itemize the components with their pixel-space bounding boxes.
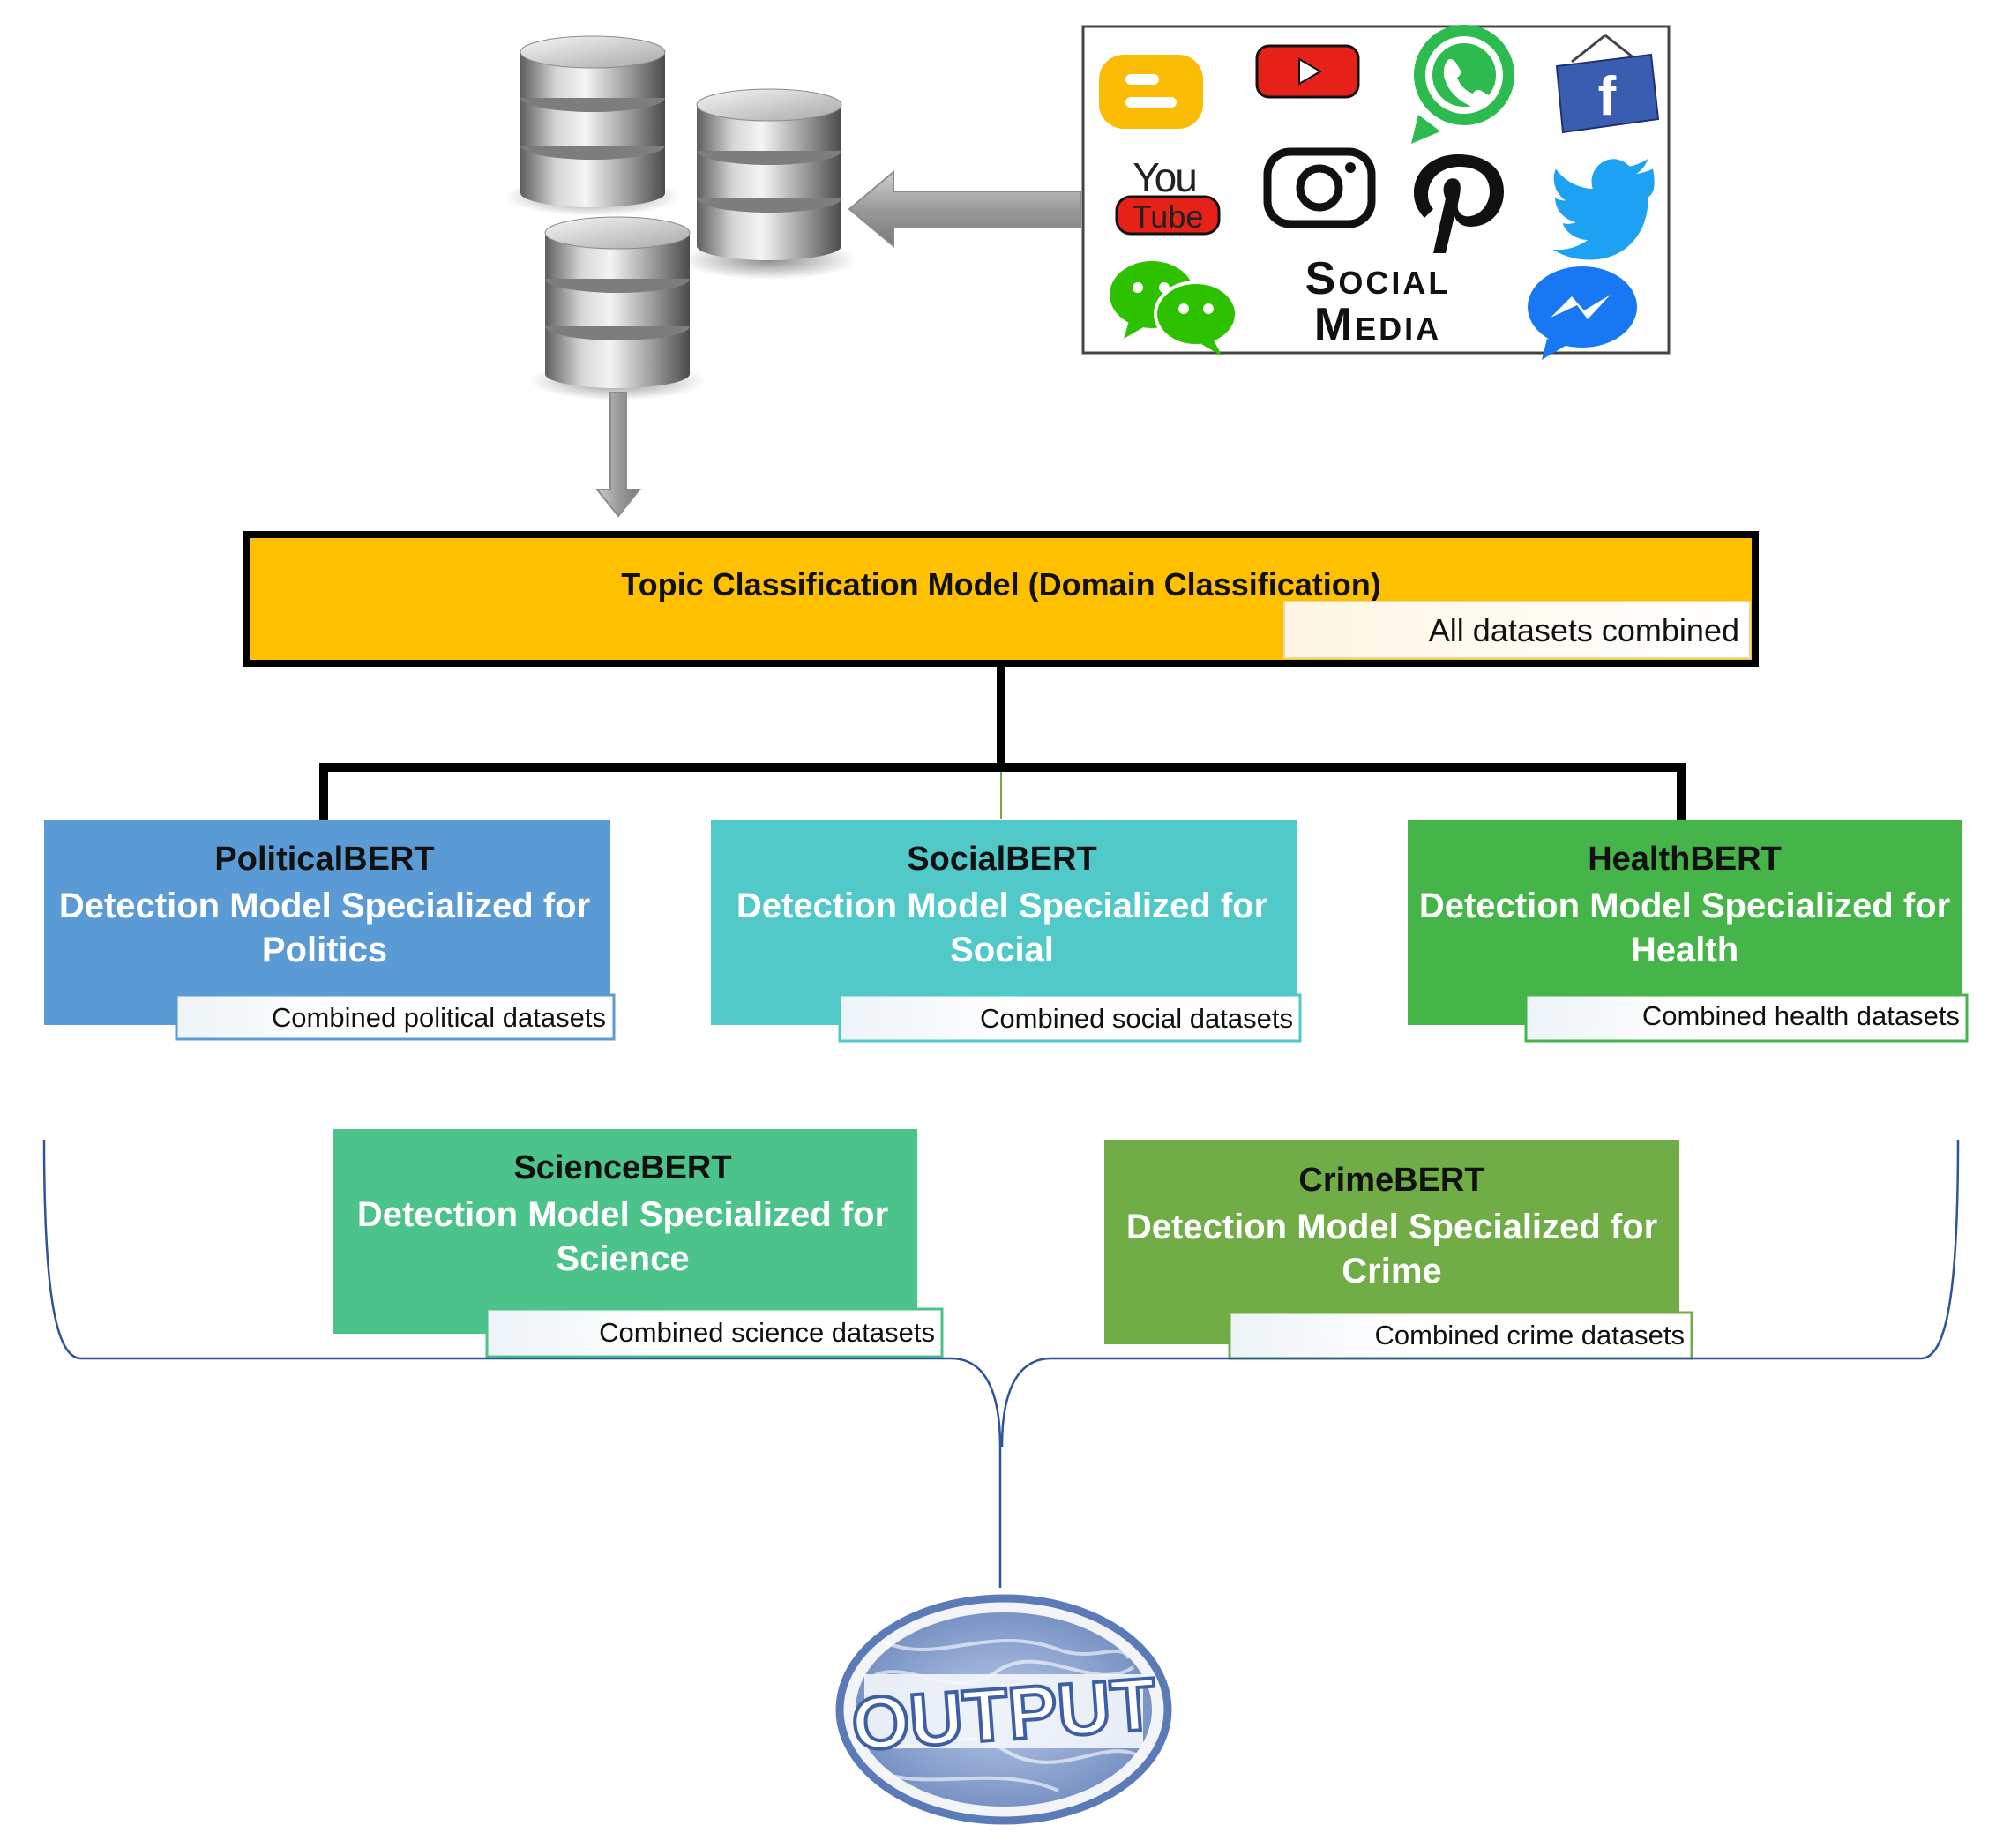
health-dataset-label: Combined health datasets	[1642, 1000, 1960, 1031]
crime-bert-name: CrimeBERT	[1298, 1162, 1484, 1199]
youtube-play-icon	[1255, 44, 1360, 99]
blogger-icon	[1099, 55, 1203, 129]
arrow-down-icon	[594, 392, 642, 518]
topic-classification-box: Topic Classification Model (Domain Class…	[243, 531, 1759, 667]
science-dataset-tag	[485, 1307, 944, 1358]
output-brace	[42, 1139, 1960, 1588]
database-stack	[505, 35, 857, 400]
twitter-icon	[1552, 159, 1655, 260]
svg-text:Tube: Tube	[1133, 198, 1204, 235]
instagram-icon	[1263, 147, 1376, 228]
messenger-icon	[1528, 266, 1637, 360]
crime-dataset-tag	[1228, 1311, 1693, 1360]
political-dataset-tag	[175, 993, 616, 1041]
political-bert-desc-line1: Detection Model Specialized for	[59, 887, 590, 925]
social-media-panel: f You Tube	[1081, 25, 1671, 360]
social-bert-box: SocialBERT Detection Model Specialized f…	[711, 820, 1302, 1043]
social-media-label: Social Media	[1305, 253, 1451, 350]
science-bert-box: ScienceBERT Detection Model Specialized …	[333, 1129, 944, 1358]
database-icon	[681, 88, 857, 280]
social-bert-desc-line1: Detection Model Specialized for	[736, 887, 1267, 925]
political-bert-desc-line2: Politics	[262, 931, 387, 969]
science-bert-desc-line1: Detection Model Specialized for	[357, 1195, 888, 1234]
topic-dataset-label: All datasets combined	[1429, 612, 1739, 648]
social-media-label-line1: Social	[1305, 253, 1451, 304]
topic-classification-title: Topic Classification Model (Domain Class…	[621, 566, 1380, 602]
youtube-logo-icon: You Tube	[1115, 154, 1221, 236]
science-bert-name: ScienceBERT	[513, 1149, 731, 1186]
svg-text:You: You	[1133, 154, 1196, 200]
wechat-icon	[1110, 261, 1238, 356]
political-bert-box: PoliticalBERT Detection Model Specialize…	[44, 820, 616, 1041]
political-bert-name: PoliticalBERT	[214, 841, 434, 878]
output-stamp-icon: OUTPUT	[835, 1594, 1172, 1825]
svg-text:f: f	[1598, 66, 1617, 127]
crime-bert-desc-line2: Crime	[1342, 1252, 1441, 1291]
health-bert-box: HealthBERT Detection Model Specialized f…	[1408, 820, 1969, 1043]
health-bert-desc-line2: Health	[1631, 931, 1738, 969]
crime-dataset-label: Combined crime datasets	[1375, 1320, 1686, 1350]
political-dataset-label: Combined political datasets	[272, 1002, 606, 1033]
social-dataset-label: Combined social datasets	[980, 1003, 1293, 1034]
science-bert-desc-line2: Science	[556, 1239, 689, 1278]
health-dataset-tag	[1524, 993, 1969, 1043]
health-bert-name: HealthBERT	[1588, 841, 1782, 878]
social-media-label-line2: Media	[1314, 299, 1441, 350]
facebook-icon: f	[1555, 34, 1660, 134]
topic-dataset-tag	[1283, 601, 1751, 659]
social-bert-desc-line2: Social	[950, 931, 1054, 969]
social-dataset-tag	[838, 993, 1302, 1043]
health-bert-desc-line1: Detection Model Specialized for	[1419, 887, 1950, 925]
database-icon	[529, 216, 706, 400]
crime-bert-box: CrimeBERT Detection Model Specialized fo…	[1104, 1140, 1693, 1360]
arrow-left-icon	[848, 169, 1081, 249]
science-dataset-label: Combined science datasets	[599, 1317, 935, 1348]
database-icon	[505, 35, 681, 216]
whatsapp-icon	[1411, 25, 1514, 144]
crime-bert-desc-line1: Detection Model Specialized for	[1126, 1208, 1657, 1246]
social-bert-name: SocialBERT	[907, 841, 1096, 878]
tree-connector	[319, 662, 1686, 820]
